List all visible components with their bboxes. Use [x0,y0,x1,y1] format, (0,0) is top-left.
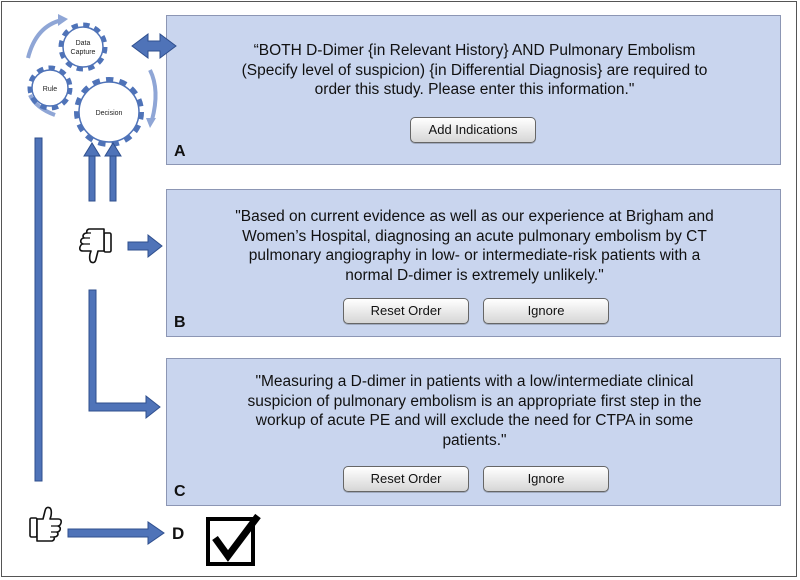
arrow-to-panel-b [127,233,163,259]
connector-bar [34,137,43,482]
arrow-to-d [67,521,165,545]
panel-c-message: "Measuring a D-dimer in patients with a … [247,373,702,449]
gear-rule-icon: Rule [27,65,73,111]
thumbs-down-icon [79,228,112,264]
double-arrow [131,33,177,59]
cycle-arrowhead [58,14,68,26]
gear-label: Decision [96,110,123,117]
gear-data-capture-icon: Data Capture [58,22,108,72]
checked-box-icon [206,513,261,566]
up-arrow [109,154,117,202]
gear-label: Capture [71,49,96,56]
panel-a-message: “BOTH D-Dimer {in Relevant History} AND … [241,42,708,98]
panel-b-letter: B [174,314,186,331]
panel-b: "Based on current evidence as well as ou… [166,189,781,337]
panel-d-letter: D [172,524,185,543]
cycle-arrowhead [146,118,156,128]
reset-order-button[interactable]: Reset Order [343,298,469,324]
ignore-button[interactable]: Ignore [483,298,609,324]
arrow-to-panel-c [88,289,161,420]
gear-label: Rule [43,86,58,93]
thumbs-up-icon [29,506,63,542]
add-indications-button[interactable]: Add Indications [410,117,536,143]
reset-order-button[interactable]: Reset Order [343,466,469,492]
panel-c-letter: C [174,483,186,500]
ignore-button[interactable]: Ignore [483,466,609,492]
panel-b-message: "Based on current evidence as well as ou… [235,208,714,284]
gear-decision-icon: Decision [74,77,144,147]
up-arrow [88,154,96,202]
gear-label: Data [76,40,91,47]
panel-a-letter: A [174,143,186,160]
panel-a: “BOTH D-Dimer {in Relevant History} AND … [166,15,781,165]
panel-c: "Measuring a D-dimer in patients with a … [166,358,781,506]
